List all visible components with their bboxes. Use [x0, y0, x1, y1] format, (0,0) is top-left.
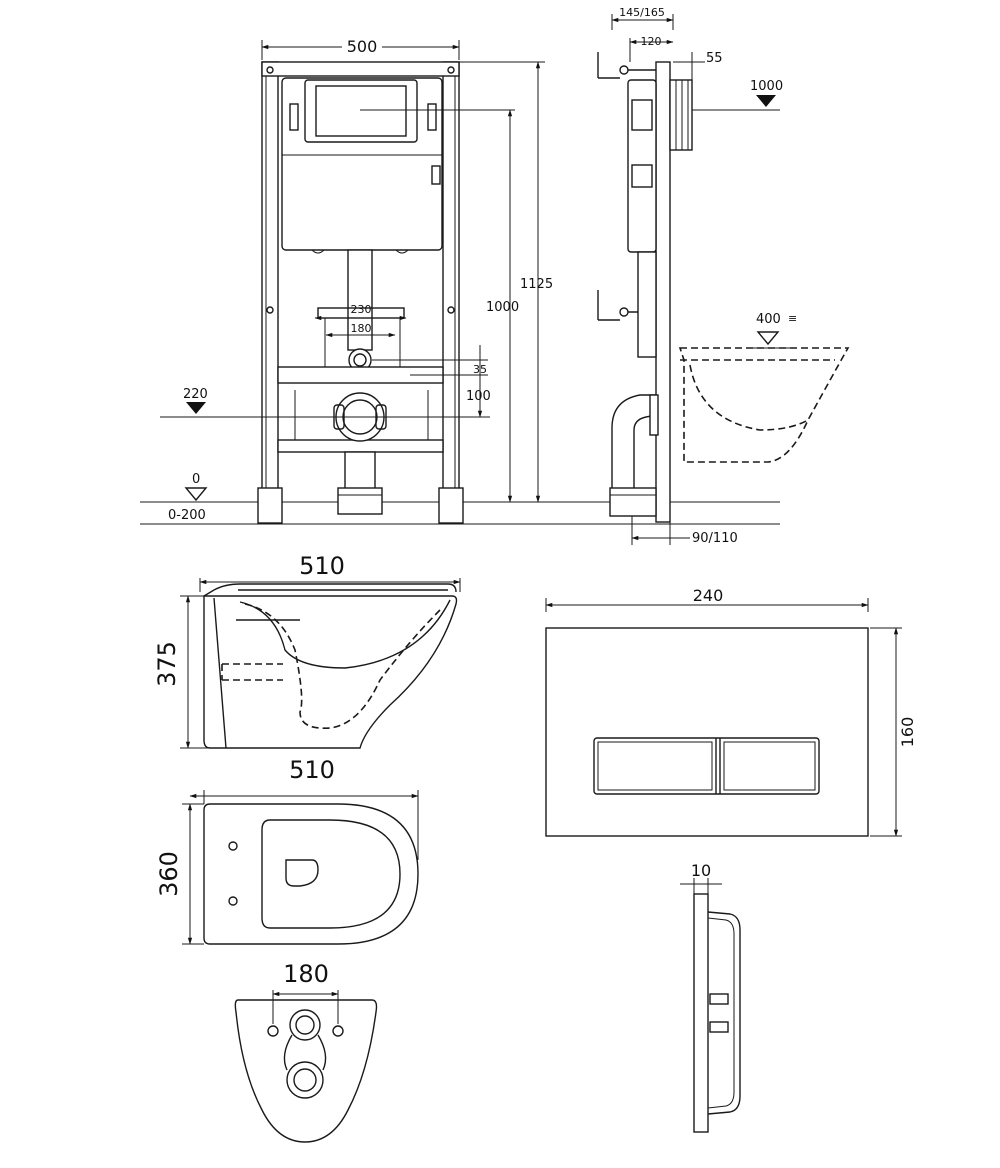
flush-plate-outline	[545, 627, 869, 837]
right-foot	[438, 487, 464, 524]
wall-offset-label: 55	[706, 51, 723, 66]
flush-pipe-side	[637, 251, 657, 358]
floor-range-label: 0-200	[168, 508, 206, 523]
bowl-side-dashed	[678, 347, 850, 463]
side-bottom-label: 90/110	[692, 531, 738, 546]
offset-small-label: 35	[473, 363, 487, 376]
frame-width-label: 500	[347, 37, 378, 56]
drain-outlet-side	[609, 487, 657, 517]
bowl-top-outline	[203, 803, 419, 945]
level-marker-220	[186, 402, 206, 414]
frame-front-view: 500 1125 1000 230 180 35 100 220 0 0-200	[140, 36, 780, 525]
plate-width-label: 240	[693, 586, 724, 605]
level-marker-0	[184, 487, 208, 502]
side-depth-label: 145/165	[619, 6, 665, 19]
level-marker-400	[756, 331, 780, 346]
actuator-level-label: 1000	[750, 79, 783, 94]
svg-text:≡: ≡	[788, 312, 797, 325]
inlet-ring	[289, 1009, 321, 1041]
lower-crossbar	[277, 439, 444, 453]
level-marker-1000	[756, 95, 776, 107]
bowl-back-bolt-label: 180	[283, 960, 329, 988]
total-height-label: 1125	[520, 277, 553, 292]
side-inner-depth-label: 120	[641, 35, 662, 48]
plate-thickness-label: 10	[691, 861, 711, 880]
frame-side-view: 145/165 120 55 1000 400 ≡ 90/110	[597, 6, 850, 546]
drain-bend	[337, 487, 383, 515]
actuator-housing	[669, 79, 693, 151]
left-upright	[261, 61, 279, 523]
service-opening	[304, 79, 418, 143]
flush-plate-side: 10	[680, 861, 741, 1133]
bowl-level-label: 400	[756, 312, 781, 327]
bowl-back-view: 180	[234, 960, 378, 1143]
bowl-top-depth-label: 360	[155, 851, 183, 897]
bowl-side-width-label: 510	[299, 552, 345, 580]
bolt-outer-spacing-label: 230	[351, 303, 372, 316]
plate-side-body	[693, 893, 709, 1133]
bowl-side-view: 510 375	[153, 552, 461, 749]
flush-plate-front: 240 160	[545, 586, 917, 837]
right-upright	[442, 61, 460, 523]
bolt-inner-spacing-label: 180	[351, 322, 372, 335]
plate-height-label: 160	[898, 717, 917, 748]
left-foot	[257, 487, 283, 524]
side-upright	[655, 61, 671, 523]
bowl-top-outlet	[285, 859, 319, 887]
top-bar	[261, 61, 460, 77]
flush-buttons	[593, 737, 820, 795]
offset-outlet-label: 100	[466, 389, 491, 404]
drain-pipe	[344, 451, 376, 493]
actuator-height-label: 1000	[486, 300, 519, 315]
floor-level-label: 0	[192, 472, 200, 487]
bowl-top-view: 510 360	[155, 756, 419, 945]
bowl-back-outline	[234, 999, 378, 1143]
bowl-side-outline	[203, 595, 458, 749]
outlet-ring	[286, 1061, 324, 1099]
bowl-top-width-label: 510	[289, 756, 335, 784]
outlet-level-label: 220	[183, 387, 208, 402]
bowl-side-height-label: 375	[153, 641, 181, 687]
